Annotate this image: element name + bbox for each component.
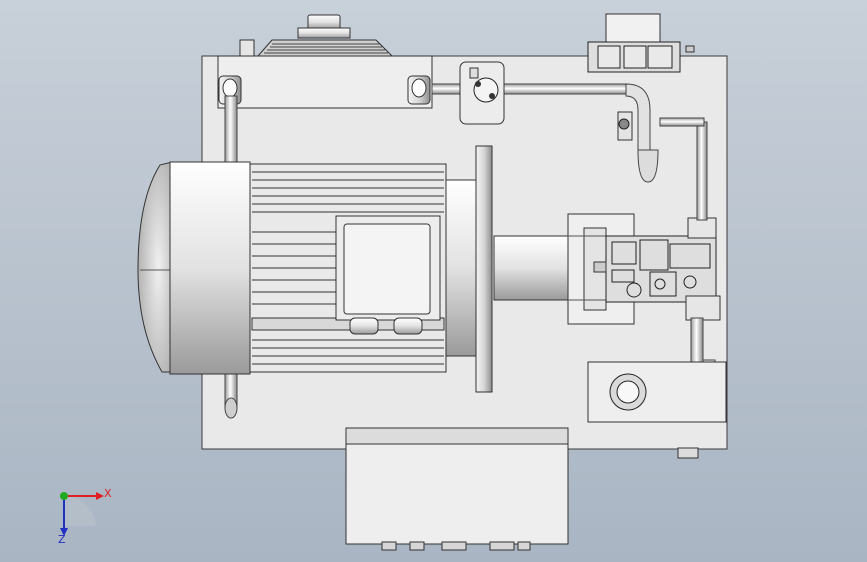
- z-axis-label: Z: [58, 533, 66, 546]
- drain-port-block: [587, 361, 727, 423]
- filler-breather-cap: [239, 14, 394, 57]
- tank-foot: [677, 447, 699, 459]
- top-manifold-block: [217, 55, 433, 109]
- hydraulic-pump: [593, 217, 721, 321]
- directional-control-valve: [587, 13, 695, 73]
- gauge-isolator-valve: [617, 111, 633, 141]
- electrical-control-box: [345, 427, 569, 551]
- inline-check-valve: [459, 61, 505, 125]
- axis-triad: X Z Y: [58, 487, 112, 546]
- motor-flange: [475, 145, 493, 393]
- motor-terminal-box: [335, 215, 441, 335]
- motor-fan-cover: [137, 161, 173, 373]
- suction-pipe: [696, 121, 708, 221]
- x-axis-label: X: [104, 487, 112, 500]
- manifold-fitting-right: [407, 75, 431, 105]
